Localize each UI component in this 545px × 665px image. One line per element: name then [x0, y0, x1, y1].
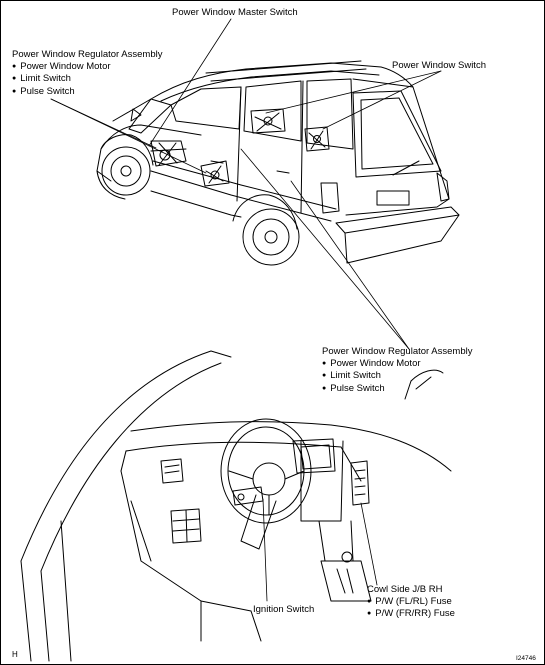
regulator-right-item-pulse: Pulse Switch — [322, 383, 472, 396]
regulator-right-item-motor: Power Window Motor — [322, 358, 472, 371]
regulator-front-left — [150, 140, 187, 167]
regulator-left-item-motor: Power Window Motor — [12, 61, 162, 74]
cowl-jb-callout: Cowl Side J/B RH P/W (FL/RL) Fuse P/W (F… — [367, 584, 455, 621]
regulator-rear-left — [200, 160, 230, 187]
regulator-front-right — [250, 108, 286, 134]
window-switch-label: Power Window Switch — [392, 60, 486, 71]
leader-lines-bottom — [262, 498, 378, 602]
cowl-jb-title: Cowl Side J/B RH — [367, 584, 443, 595]
corner-letter: H — [12, 650, 18, 659]
regulator-left-item-pulse: Pulse Switch — [12, 86, 162, 99]
regulator-right-title: Power Window Regulator Assembly — [322, 346, 473, 357]
regulator-left-item-limit: Limit Switch — [12, 73, 162, 86]
cowl-jb-item-fl-rl-fuse: P/W (FL/RL) Fuse — [367, 596, 455, 609]
suv-body-outline — [96, 60, 460, 266]
regulator-left-title: Power Window Regulator Assembly — [12, 49, 163, 60]
figure-code: I24746 — [516, 655, 536, 662]
cowl-jb-item-fr-rr-fuse: P/W (FR/RR) Fuse — [367, 608, 455, 621]
regulator-right-item-limit: Limit Switch — [322, 370, 472, 383]
regulator-rear-right — [304, 126, 330, 152]
master-switch-label: Power Window Master Switch — [172, 7, 298, 18]
leader-lines-top — [50, 18, 442, 350]
regulator-right-callout: Power Window Regulator Assembly Power Wi… — [322, 346, 472, 395]
ignition-switch-label: Ignition Switch — [253, 604, 315, 615]
regulator-left-callout: Power Window Regulator Assembly Power Wi… — [12, 49, 162, 98]
